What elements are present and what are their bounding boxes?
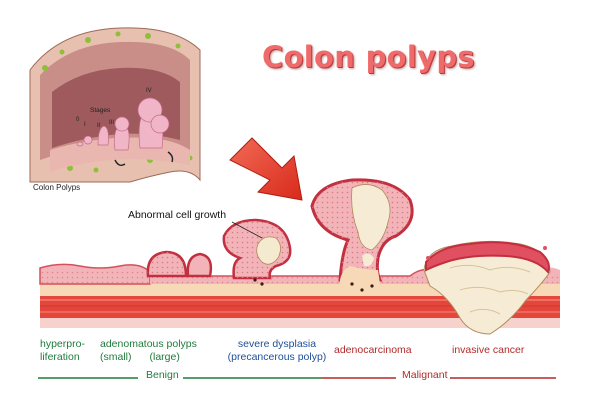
stage-label-invasive-cancer: invasive cancer bbox=[452, 344, 525, 356]
inset-caption: Colon Polyps bbox=[33, 183, 81, 192]
stage-label-severe-dysplasia: severe dysplasia (precancerous polyp) bbox=[227, 338, 327, 363]
inset-stage-2: II bbox=[97, 123, 101, 129]
malignant-label: Malignant bbox=[402, 369, 448, 381]
stage-label-adenomatous: adenomatous polyps (small)(large) bbox=[100, 338, 197, 363]
tissue-cross-section bbox=[39, 178, 560, 335]
inset-stage-3: III bbox=[109, 120, 114, 126]
inset-stage-1: I bbox=[84, 122, 86, 128]
inset-stage-0: 0 bbox=[76, 117, 80, 123]
stage-label-adenocarcinoma: adenocarcinoma bbox=[334, 344, 412, 356]
inset-stage-4: IV bbox=[146, 88, 152, 94]
page-title: Colon polyps bbox=[262, 40, 475, 74]
abnormal-cell-growth-label: Abnormal cell growth bbox=[128, 209, 226, 221]
annotation-pointer bbox=[231, 221, 263, 239]
stage-label-hyperproliferation: hyperpro- liferation bbox=[40, 338, 85, 363]
inset-colon-illustration: Stages 0 I II III IV bbox=[28, 25, 204, 183]
inset-stages-label: Stages bbox=[90, 107, 111, 114]
benign-label: Benign bbox=[146, 369, 179, 381]
red-arrow-icon bbox=[229, 137, 303, 201]
